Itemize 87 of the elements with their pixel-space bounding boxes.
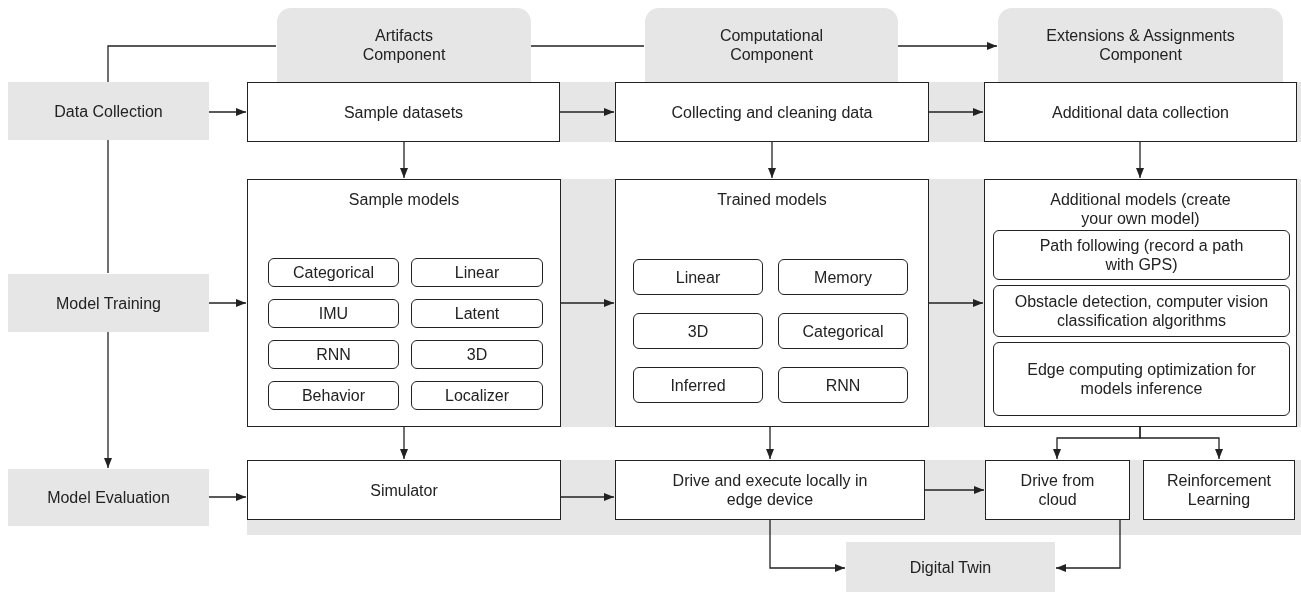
- arrow: [560, 493, 615, 501]
- arrow: [1136, 141, 1144, 179]
- process-box: [984, 179, 1297, 427]
- process-box: [247, 82, 560, 142]
- model-option-box: [778, 313, 908, 349]
- arrow: [208, 108, 247, 116]
- arrow: [928, 108, 984, 116]
- model-option-box: [633, 259, 763, 295]
- model-option-box: [993, 285, 1290, 337]
- process-box: [1143, 460, 1295, 520]
- arrow: [766, 426, 774, 460]
- arrow: [768, 141, 776, 179]
- node-label: Linear: [453, 263, 501, 282]
- column-header-tab: [998, 8, 1283, 82]
- row-header-box: [8, 274, 209, 332]
- process-box: [247, 179, 561, 427]
- column-header-tab: [277, 8, 531, 82]
- node-label: Reinforcement Learning: [1165, 471, 1272, 509]
- process-box: [615, 179, 929, 427]
- row-header-box: [8, 469, 209, 526]
- node-label: Categorical: [801, 321, 885, 341]
- node-label: IMU: [317, 304, 350, 323]
- process-box: [615, 82, 929, 142]
- process-box: [247, 460, 561, 520]
- node-label: Model Evaluation: [46, 488, 171, 507]
- process-box: [985, 460, 1130, 520]
- node-label: Drive and execute locally in edge device: [671, 471, 869, 509]
- model-option-box: [411, 381, 543, 410]
- model-option-box: [268, 258, 399, 287]
- arrow: [1055, 519, 1121, 572]
- node-label: Collecting and cleaning data: [670, 102, 874, 122]
- arrow: [924, 486, 985, 494]
- model-option-box: [993, 230, 1290, 280]
- model-option-box: [778, 367, 908, 403]
- arrow: [400, 141, 408, 179]
- node-label: Inferred: [669, 375, 727, 395]
- row-header-box: [846, 542, 1055, 592]
- node-label: Computational Component: [718, 26, 825, 64]
- node-label: 3D: [686, 321, 710, 341]
- arrow: [928, 299, 984, 307]
- node-label: Data Collection: [53, 101, 164, 121]
- column-header-tab: [645, 8, 898, 82]
- model-option-box: [411, 299, 543, 328]
- node-label: Model Training: [55, 293, 162, 313]
- node-label: Additional data collection: [1051, 102, 1230, 122]
- arrow: [208, 299, 247, 307]
- group-title: Additional models (create your own model): [1049, 190, 1232, 228]
- process-box: [615, 460, 925, 520]
- model-option-box: [778, 259, 908, 295]
- model-option-box: [411, 340, 543, 369]
- model-option-box: [268, 381, 399, 410]
- node-label: Memory: [813, 267, 873, 287]
- node-label: RNN: [315, 345, 352, 364]
- node-label: Linear: [674, 267, 722, 287]
- node-label: 3D: [465, 345, 489, 364]
- node-label: Digital Twin: [908, 557, 993, 577]
- node-label: Behavior: [300, 386, 367, 405]
- model-option-box: [633, 313, 763, 349]
- model-option-box: [268, 299, 399, 328]
- node-label: RNN: [824, 375, 862, 395]
- node-label: Artifacts Component: [361, 26, 447, 64]
- model-option-box: [268, 340, 399, 369]
- arrow: [769, 519, 846, 572]
- process-box: [984, 82, 1297, 142]
- node-label: Drive from cloud: [1019, 471, 1096, 509]
- arrow: [897, 42, 998, 50]
- node-label: Sample datasets: [342, 102, 465, 122]
- arrow: [400, 426, 408, 460]
- arrow: [560, 299, 615, 307]
- group-title: Trained models: [716, 190, 828, 209]
- node-label: Simulator: [369, 480, 439, 500]
- node-label: Extensions & Assignments Component: [1045, 26, 1236, 64]
- node-label: Edge computing optimization for models inference: [1026, 360, 1257, 398]
- model-option-box: [993, 342, 1290, 416]
- node-label: Localizer: [444, 386, 510, 405]
- node-label: Obstacle detection, computer vision classification algorithms: [1013, 292, 1270, 330]
- arrow: [104, 331, 112, 469]
- node-label: Latent: [453, 304, 501, 323]
- group-title: Sample models: [347, 190, 461, 209]
- model-option-box: [411, 258, 543, 287]
- arrow: [559, 108, 615, 116]
- model-option-box: [633, 367, 763, 403]
- arrow: [1139, 426, 1223, 460]
- arrow: [208, 493, 247, 501]
- node-label: Path following (record a path with GPS): [1038, 236, 1245, 274]
- row-header-box: [8, 82, 209, 140]
- node-label: Categorical: [292, 263, 375, 282]
